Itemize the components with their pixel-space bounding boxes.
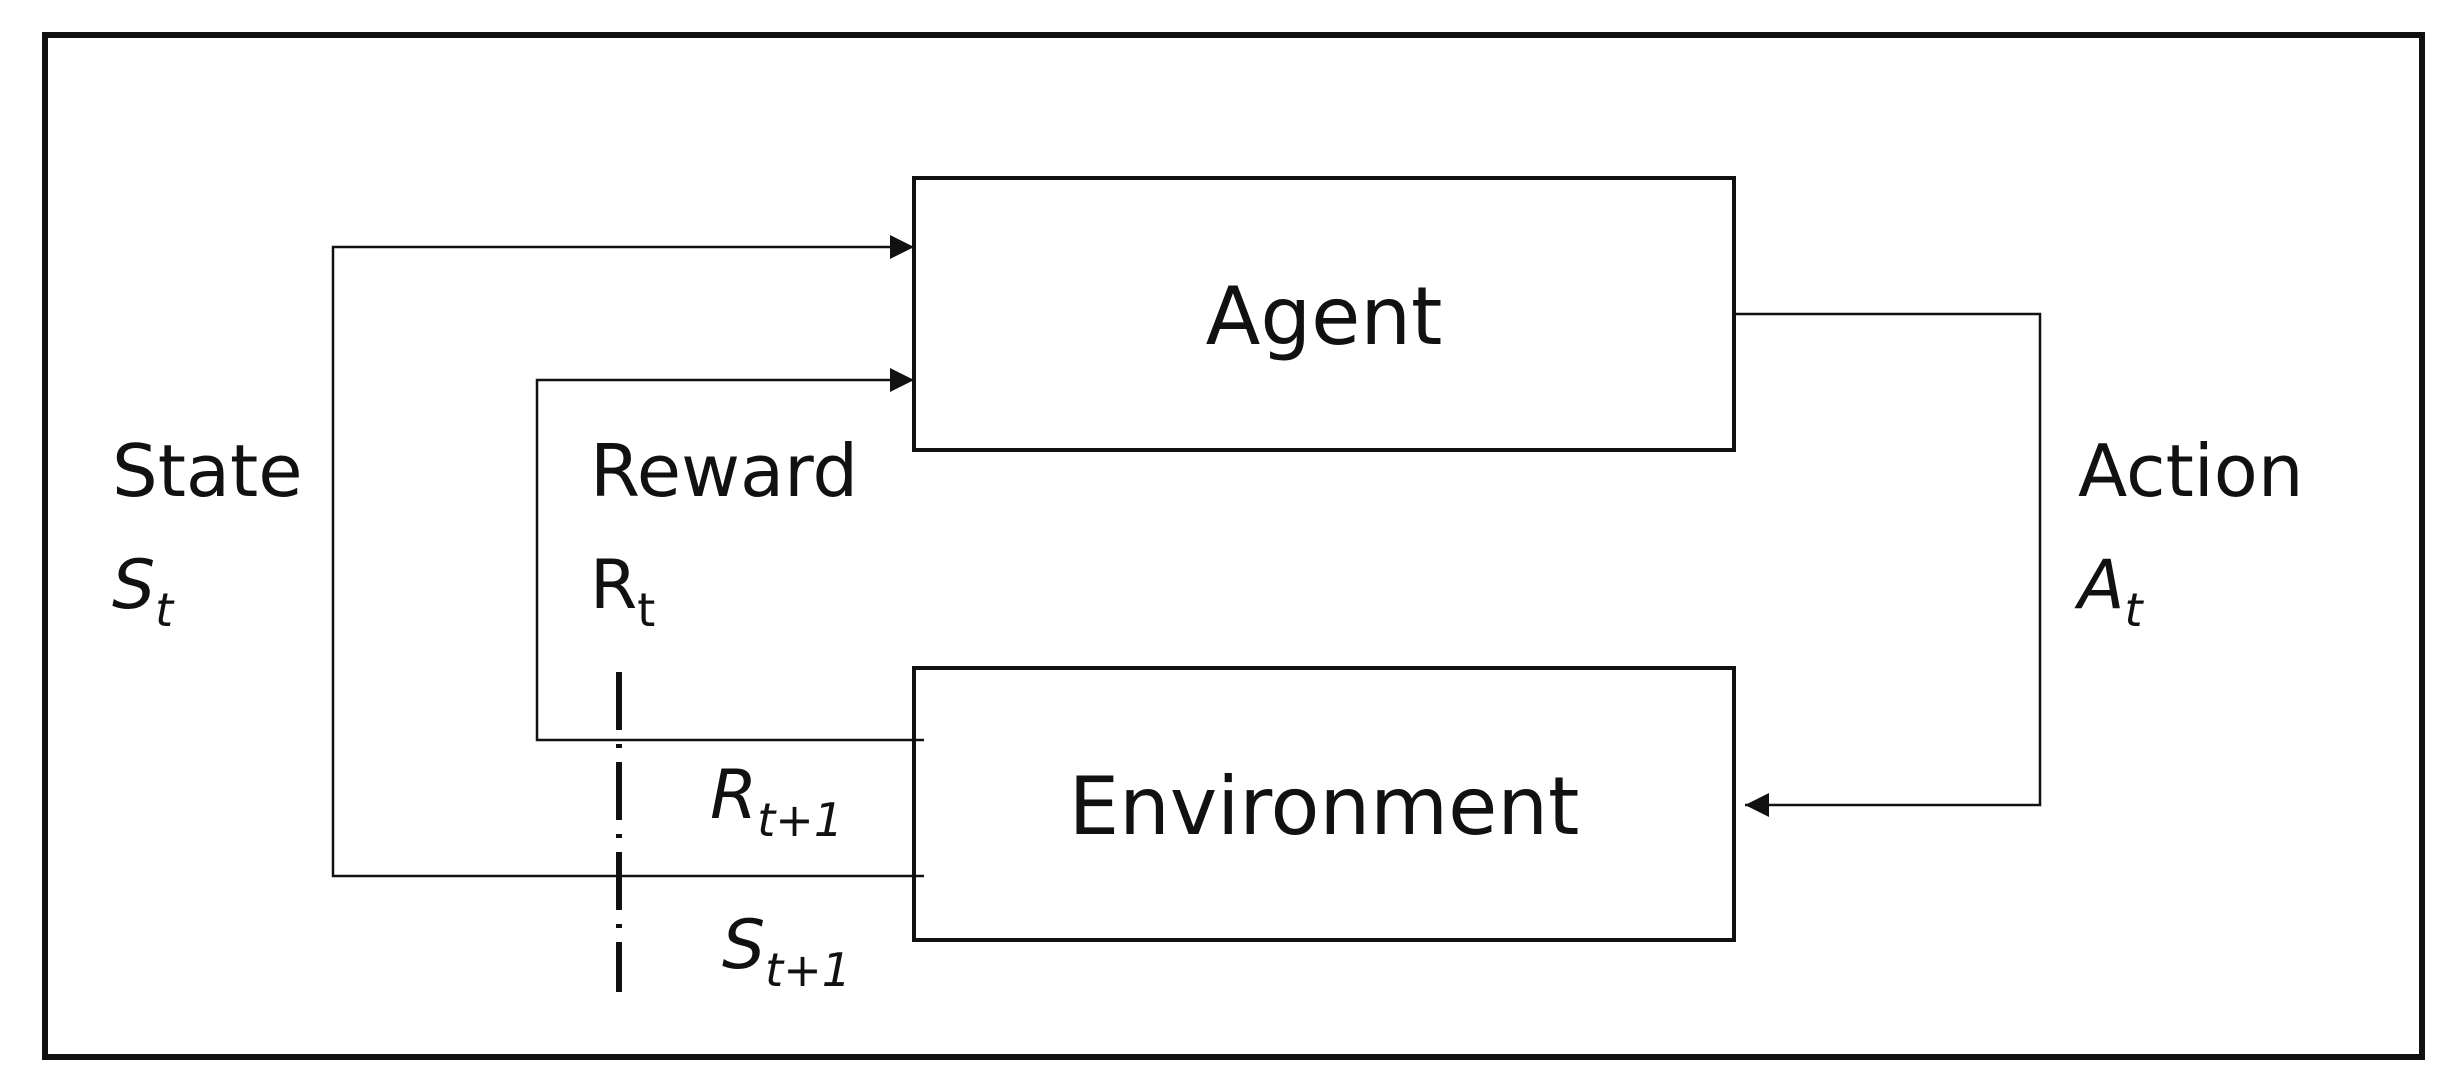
reward-arrow <box>535 368 924 742</box>
outer-frame <box>42 32 2425 1060</box>
action-symbol: At <box>2074 546 2145 637</box>
reward-symbol: Rt <box>590 546 655 637</box>
next-reward-symbol: Rt+1 <box>710 756 843 847</box>
environment-box <box>912 666 1736 942</box>
next-state-symbol: St+1 <box>722 906 851 997</box>
environment-label: Environment <box>1069 760 1580 853</box>
action-label: Action <box>2078 429 2304 513</box>
agent-label: Agent <box>1206 270 1443 363</box>
action-arrow <box>1734 312 2042 817</box>
reward-label: Reward <box>590 429 858 513</box>
state-symbol: St <box>112 546 175 637</box>
state-label: State <box>112 429 303 513</box>
state-arrow <box>331 235 924 878</box>
